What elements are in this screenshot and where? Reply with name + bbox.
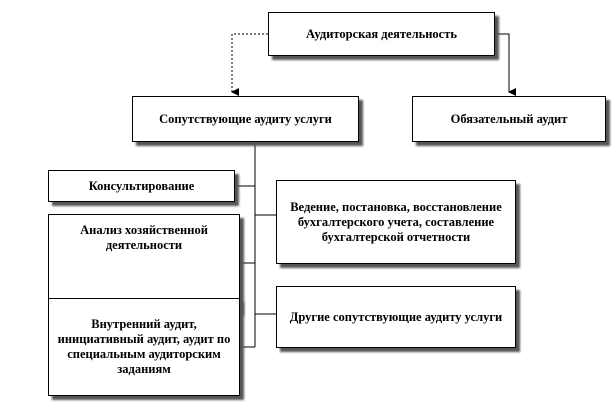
node-label: Консультирование xyxy=(88,178,195,193)
node-consulting: Консультирование xyxy=(48,170,235,202)
node-mandatory-audit: Обязательный аудит xyxy=(412,96,606,142)
node-internal-audit: Внутренний аудит, инициативный аудит, ау… xyxy=(48,298,240,396)
node-label: Сопутствующие аудиту услуги xyxy=(159,111,332,126)
node-label: Анализ хозяйственной деятельности xyxy=(80,223,208,252)
node-label: Обязательный аудит xyxy=(450,111,568,126)
node-audit-activity: Аудиторская деятельность xyxy=(268,12,495,56)
node-label: Внутренний аудит, инициативный аудит, ау… xyxy=(57,317,231,376)
node-economic-analysis: Анализ хозяйственной деятельности xyxy=(48,214,240,312)
node-other-services: Другие сопутствующие аудиту услуги xyxy=(276,286,516,348)
connector-root-to-mandatory-audit xyxy=(495,33,516,96)
node-related-services: Сопутствующие аудиту услуги xyxy=(132,96,359,142)
node-label: Ведение, постановка, восстановление бухг… xyxy=(290,199,502,244)
node-accounting-services: Ведение, постановка, восстановление бухг… xyxy=(276,180,516,264)
node-label: Другие сопутствующие аудиту услуги xyxy=(289,309,503,324)
connector-root-to-related-services xyxy=(231,33,268,96)
node-label: Аудиторская деятельность xyxy=(306,26,457,41)
